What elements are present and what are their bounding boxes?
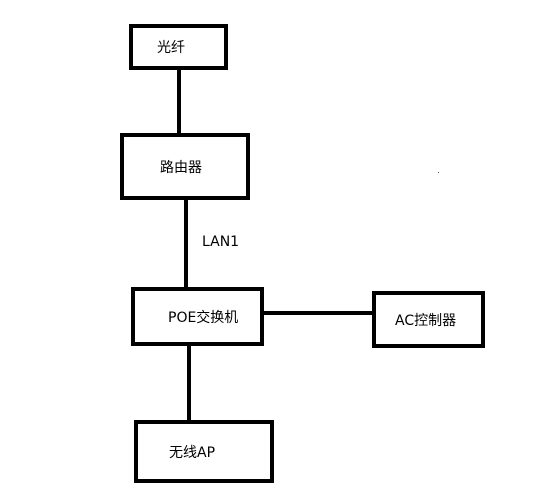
- node-ac-controller-label: AC控制器: [395, 312, 457, 329]
- node-poe-switch: POE交换机: [131, 287, 264, 346]
- node-wireless-ap-label: 无线AP: [169, 444, 216, 461]
- node-poe-switch-label: POE交换机: [168, 309, 239, 326]
- node-router: 路由器: [120, 133, 250, 200]
- edge-switch-ap: [187, 344, 191, 422]
- node-fiber-label: 光纤: [157, 40, 185, 56]
- node-wireless-ap: 无线AP: [134, 420, 274, 483]
- stray-dot: [438, 172, 439, 173]
- edge-fiber-router: [177, 68, 181, 135]
- edge-router-switch: [184, 198, 188, 289]
- edge-switch-ac: [262, 311, 374, 315]
- node-router-label: 路由器: [160, 159, 202, 176]
- edge-label-lan1: LAN1: [202, 234, 240, 250]
- node-ac-controller: AC控制器: [372, 291, 485, 348]
- node-fiber: 光纤: [129, 24, 228, 70]
